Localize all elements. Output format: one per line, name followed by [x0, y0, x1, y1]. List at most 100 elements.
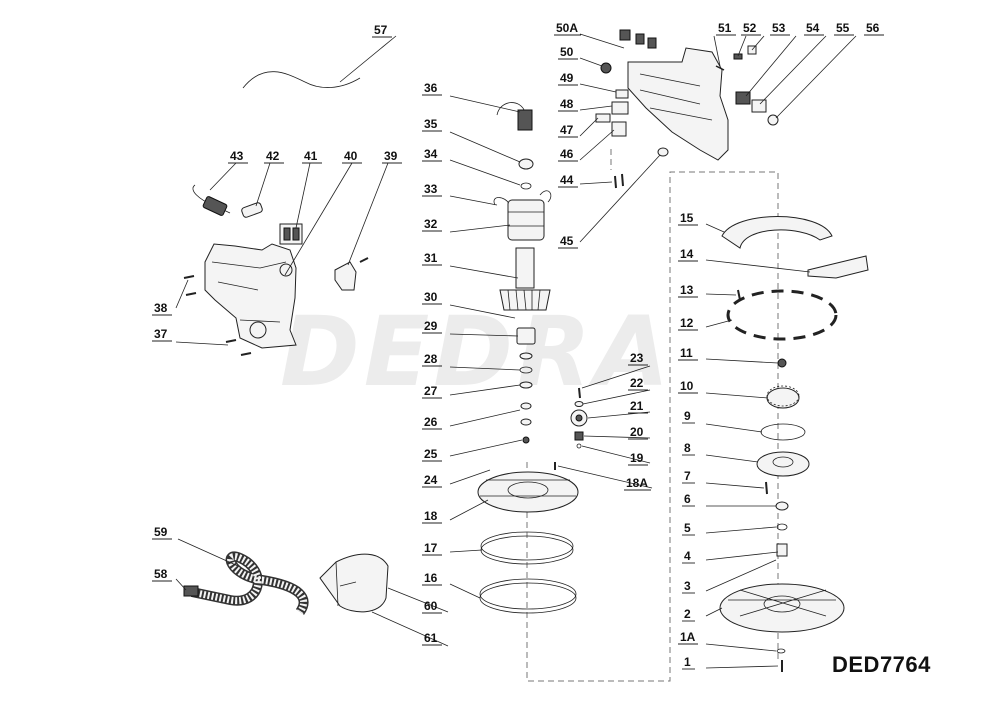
part-label-56: 56 — [866, 21, 880, 35]
leader-line-8 — [705, 454, 759, 463]
base-plate — [477, 471, 579, 513]
washer-22 — [574, 401, 584, 407]
ball-25 — [522, 436, 530, 444]
leader-line-59 — [177, 538, 239, 567]
part-label-50: 50 — [560, 45, 574, 59]
part-label-23: 23 — [630, 351, 644, 365]
part-50a-c — [647, 37, 657, 49]
switch-key-2 — [292, 227, 300, 241]
washer-27 — [519, 381, 533, 389]
part-label-45: 45 — [560, 234, 574, 248]
part-label-36: 36 — [424, 81, 438, 95]
leader-line-28 — [449, 366, 521, 371]
band-16-inner — [479, 578, 577, 610]
model-number: DED7764 — [832, 652, 931, 677]
leader-line-36 — [449, 95, 521, 113]
part-label-17: 17 — [424, 541, 438, 555]
leader-line-1 — [705, 665, 779, 669]
leader-line-18 — [449, 499, 489, 521]
leader-line-50a — [579, 33, 625, 49]
part-label-39: 39 — [384, 149, 398, 163]
brush-spring — [496, 102, 526, 116]
gear-10 — [766, 387, 800, 409]
washer-28 — [519, 352, 533, 360]
housing-port — [279, 263, 293, 277]
part-label-13: 13 — [680, 283, 694, 297]
washer-1a — [776, 648, 786, 654]
leader-line-17 — [449, 549, 483, 553]
leader-line-57 — [339, 35, 397, 83]
leader-line-16 — [449, 583, 481, 599]
washer-6 — [775, 501, 789, 511]
washer-26b — [520, 418, 532, 426]
cable-wire — [242, 71, 361, 89]
clip-33b — [539, 190, 552, 203]
part-48 — [611, 101, 629, 115]
leader-line-37 — [175, 341, 229, 346]
part-label-37: 37 — [154, 327, 168, 341]
leader-line-41 — [295, 162, 311, 229]
leader-line-34 — [449, 159, 521, 186]
part-label-29: 29 — [424, 319, 438, 333]
part-46 — [611, 121, 627, 137]
hose-ribs — [191, 553, 308, 615]
dust-bag-seam — [335, 561, 357, 607]
fan-blades — [507, 289, 541, 311]
leader-line-22 — [582, 389, 651, 405]
screw-7 — [765, 481, 768, 495]
part-56 — [767, 114, 779, 126]
stator-windings — [508, 211, 544, 227]
part-label-59: 59 — [154, 525, 168, 539]
disc-8 — [756, 451, 810, 477]
part-label-5: 5 — [684, 521, 691, 535]
part-label-51: 51 — [718, 21, 732, 35]
part-label-38: 38 — [154, 301, 168, 315]
leader-line-1a — [705, 643, 777, 652]
leader-line-3 — [705, 559, 777, 592]
part-label-10: 10 — [680, 379, 694, 393]
housing-details — [211, 261, 287, 323]
part-label-43: 43 — [230, 149, 244, 163]
band-16 — [479, 582, 577, 614]
part-label-26: 26 — [424, 415, 438, 429]
part-label-27: 27 — [424, 384, 438, 398]
part-label-58: 58 — [154, 567, 168, 581]
washer-5 — [776, 523, 788, 531]
washer-45 — [657, 147, 669, 157]
ring-12 — [726, 289, 838, 341]
part-label-57: 57 — [374, 23, 388, 37]
disc-8-hub — [772, 456, 794, 468]
part-label-42: 42 — [266, 149, 280, 163]
part-label-48: 48 — [560, 97, 574, 111]
leader-line-39 — [347, 162, 389, 266]
leader-line-58 — [175, 578, 187, 591]
part-label-7: 7 — [684, 469, 691, 483]
screw-38a — [183, 275, 195, 279]
part-label-3: 3 — [684, 579, 691, 593]
part-50 — [600, 62, 612, 74]
part-label-20: 20 — [630, 425, 644, 439]
part-label-33: 33 — [424, 182, 438, 196]
part-label-32: 32 — [424, 217, 438, 231]
band-17-inner — [480, 531, 574, 561]
gear-21-hub — [575, 414, 583, 422]
leader-line-47 — [579, 117, 599, 137]
leader-line-18a — [557, 465, 653, 489]
ring-9 — [760, 423, 806, 441]
part-49 — [615, 89, 629, 99]
pad-2 — [719, 583, 845, 633]
housing-knob — [249, 321, 267, 339]
part-label-61: 61 — [424, 631, 438, 645]
part-label-28: 28 — [424, 352, 438, 366]
leader-line-43 — [209, 162, 237, 191]
pad-2-ribs — [728, 589, 836, 617]
washer-34 — [520, 182, 532, 190]
part-label-50a: 50A — [556, 21, 578, 35]
part-50a-b — [635, 33, 645, 45]
leader-line-23 — [581, 365, 651, 389]
leader-lines — [175, 33, 857, 669]
part-label-19: 19 — [630, 451, 644, 465]
leader-line-25 — [449, 439, 523, 457]
screw-37b — [240, 352, 252, 356]
